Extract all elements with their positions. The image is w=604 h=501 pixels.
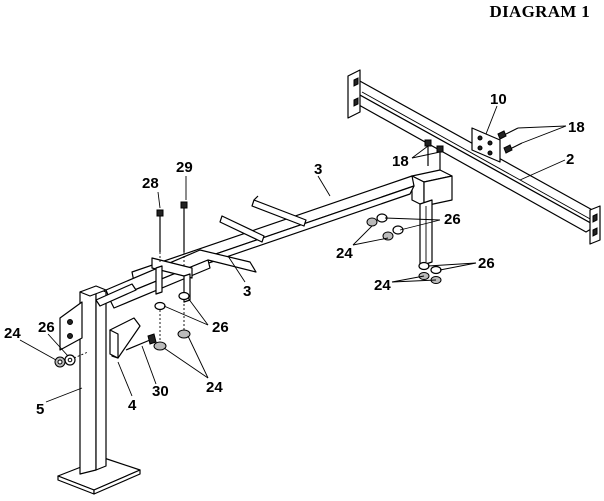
bolt-part-30 <box>125 333 157 351</box>
bolt-part-28 <box>156 209 164 264</box>
callout-24-left: 24 <box>4 325 21 342</box>
callout-24-right-upper: 24 <box>336 245 353 262</box>
callout-26-right-upper: 26 <box>444 211 461 228</box>
callout-4: 4 <box>128 397 137 414</box>
callout-3-upper: 3 <box>314 161 322 178</box>
rear-mount-block <box>411 169 453 267</box>
callout-28: 28 <box>142 175 159 192</box>
leader-lines <box>19 105 567 403</box>
front-post-part-5 <box>57 283 141 495</box>
crossbar-part-2 <box>347 69 601 245</box>
bolts-part-18-right <box>497 127 523 154</box>
callout-labels: 10 18 18 2 29 28 3 3 26 24 26 24 24 26 2… <box>4 91 585 418</box>
callout-3-lower: 3 <box>243 283 251 300</box>
bracket-plate-part-10 <box>471 127 501 163</box>
callout-5: 5 <box>36 401 44 418</box>
callout-18-left: 18 <box>392 153 409 170</box>
callout-26-center: 26 <box>212 319 229 336</box>
diagram-title: DIAGRAM 1 <box>489 2 590 21</box>
callout-24-right-lower: 24 <box>374 277 391 294</box>
callout-10: 10 <box>490 91 507 108</box>
callout-26-left: 26 <box>38 319 55 336</box>
clamp-bracket-part-4 <box>109 317 141 359</box>
bolt-part-29 <box>180 201 188 268</box>
callout-26-right-lower: 26 <box>478 255 495 272</box>
callout-29: 29 <box>176 159 193 176</box>
callout-2: 2 <box>566 151 574 168</box>
callout-24-center: 24 <box>206 379 223 396</box>
callout-30: 30 <box>152 383 169 400</box>
callout-18-right: 18 <box>568 119 585 136</box>
